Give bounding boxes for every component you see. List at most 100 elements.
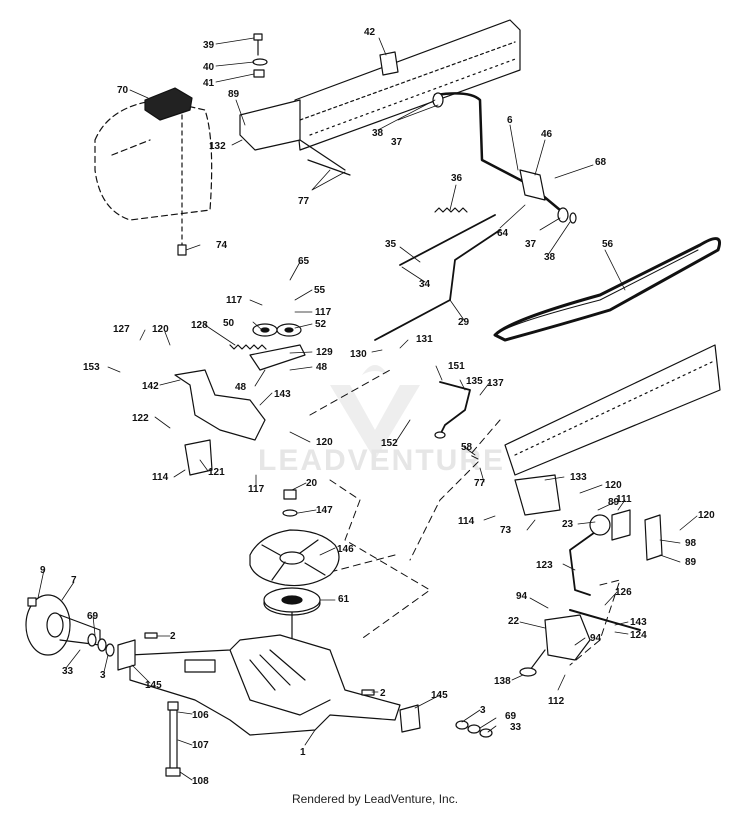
part-label-130: 130 [350, 349, 367, 360]
part-label-120: 120 [316, 437, 333, 448]
belt-56 [493, 237, 721, 342]
washer-147 [282, 509, 298, 517]
cooling-fan-146 [249, 529, 340, 587]
part-label-52: 52 [315, 319, 327, 330]
render-credit: Rendered by LeadVenture, Inc. [291, 792, 459, 806]
part-label-114: 114 [152, 472, 169, 483]
part-label-69: 69 [87, 611, 99, 622]
part-label-131: 131 [416, 334, 433, 345]
spring-128 [229, 344, 267, 350]
part-label-61: 61 [338, 594, 350, 605]
part-label-111: 111 [616, 494, 632, 505]
bracket-98 [644, 514, 663, 561]
bolt-39 [253, 33, 263, 56]
idler-bracket-142 [174, 344, 306, 441]
part-label-40: 40 [203, 62, 215, 73]
part-label-38: 38 [544, 252, 556, 263]
part-label-145: 145 [431, 690, 448, 701]
part-label-152: 152 [381, 438, 398, 449]
link-135 [434, 381, 471, 439]
part-label-2: 2 [380, 688, 386, 699]
part-label-114: 114 [458, 516, 475, 527]
pedal-pad-70 [144, 87, 193, 256]
part-label-33: 33 [62, 666, 74, 677]
bracket-121 [184, 439, 213, 476]
part-label-33: 33 [510, 722, 522, 733]
part-label-138: 138 [494, 676, 511, 687]
part-label-46: 46 [541, 129, 553, 140]
part-label-3: 3 [480, 705, 486, 716]
washers-left [87, 633, 115, 657]
part-label-2: 2 [170, 631, 176, 642]
part-label-65: 65 [298, 256, 310, 267]
part-label-37: 37 [525, 239, 537, 250]
watermark-text: LEADVENTURE [258, 444, 505, 477]
part-label-77: 77 [474, 478, 486, 489]
belt-routing-lines [299, 369, 621, 666]
part-label-70: 70 [117, 85, 129, 96]
part-label-56: 56 [602, 239, 614, 250]
part-label-48: 48 [316, 362, 328, 373]
part-label-147: 147 [316, 505, 333, 516]
part-label-108: 108 [192, 776, 209, 787]
part-label-126: 126 [615, 587, 632, 598]
bracket-46 [519, 169, 546, 201]
transaxle-1 [129, 634, 401, 736]
part-label-128: 128 [191, 320, 208, 331]
part-label-135: 135 [466, 376, 483, 387]
part-label-151: 151 [448, 361, 465, 372]
part-label-117: 117 [248, 484, 265, 495]
part-label-153: 153 [83, 362, 100, 373]
part-label-55: 55 [314, 285, 326, 296]
key-2-left [144, 632, 158, 639]
part-label-38: 38 [372, 128, 384, 139]
part-label-106: 106 [192, 710, 209, 721]
part-label-50: 50 [223, 318, 235, 329]
part-label-122: 122 [132, 413, 149, 424]
part-label-143: 143 [630, 617, 647, 628]
part-label-74: 74 [216, 240, 228, 251]
nut-20 [283, 489, 297, 500]
part-label-39: 39 [203, 40, 215, 51]
part-label-6: 6 [507, 115, 513, 126]
part-label-120: 120 [605, 480, 622, 491]
brake-lever-22 [519, 614, 591, 677]
mount-bracket-132 [239, 99, 351, 176]
part-label-22: 22 [508, 616, 520, 627]
pedal-bracket-133 [514, 474, 561, 516]
part-label-42: 42 [364, 27, 376, 38]
frame-rail-lower [504, 344, 721, 476]
part-label-117: 117 [226, 295, 243, 306]
part-label-123: 123 [536, 560, 553, 571]
part-label-133: 133 [570, 472, 587, 483]
part-label-142: 142 [142, 381, 159, 392]
frame-rail-upper [294, 19, 521, 151]
nut-41 [253, 69, 265, 78]
part-label-1: 1 [300, 747, 306, 758]
part-label-94: 94 [516, 591, 528, 602]
part-label-89: 89 [228, 89, 240, 100]
torque-rod-107 [165, 701, 181, 777]
washer-40 [252, 58, 268, 66]
part-label-34: 34 [419, 279, 431, 290]
washers-right [455, 720, 493, 738]
part-label-127: 127 [113, 324, 130, 335]
pulley-50 [252, 323, 278, 337]
part-label-9: 9 [40, 565, 46, 576]
spacer-42 [379, 51, 399, 76]
fender-outline [94, 99, 213, 221]
bracket-145-left [117, 639, 136, 671]
part-label-137: 137 [487, 378, 504, 389]
shaft-126 [569, 609, 641, 631]
part-label-36: 36 [451, 173, 463, 184]
part-label-146: 146 [337, 544, 354, 555]
pedal-cross-shaft [432, 92, 577, 224]
rod-35 [399, 214, 496, 266]
part-label-20: 20 [306, 478, 318, 489]
rod-123 [569, 509, 631, 596]
part-label-73: 73 [500, 525, 512, 536]
part-label-37: 37 [391, 137, 403, 148]
bracket-145-right [399, 704, 421, 733]
part-label-64: 64 [497, 228, 509, 239]
